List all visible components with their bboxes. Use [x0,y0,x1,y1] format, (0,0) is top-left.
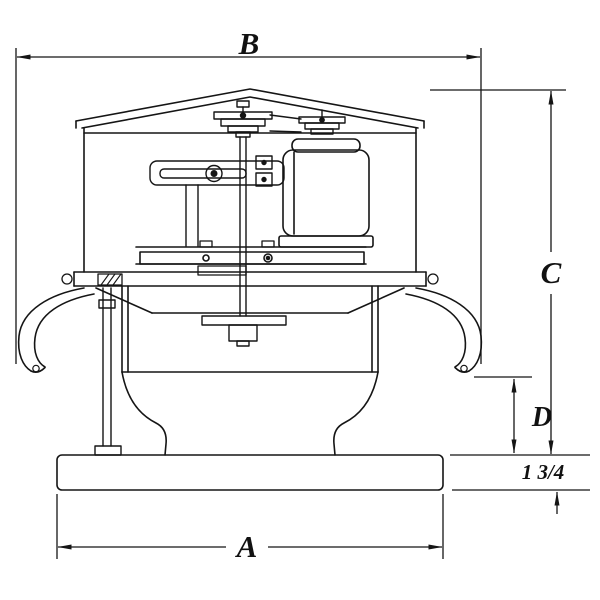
dimension-base-width-a [56,494,444,559]
mounting-flange [61,271,439,287]
dimension-overall-height-c [430,89,566,455]
dimension-hood-height-d [474,376,532,454]
label-base-thickness: 1 3/4 [522,460,565,484]
inlet-duct [95,285,405,373]
fan-deck [135,240,367,276]
roof-cap [75,88,425,129]
label-base-width-a: A [235,529,258,564]
label-hood-height-d: D [531,402,552,433]
label-overall-height-c: C [541,255,562,290]
shaft-hub [201,315,287,347]
dimension-labels: B C D 1 3/4 A [235,26,565,564]
label-overall-width-b: B [238,26,260,61]
dimension-lines [15,48,590,559]
dimension-base-thickness [450,454,590,514]
lower-bowl [121,371,379,456]
motor-mount-bracket [149,155,285,247]
base-plate [56,454,444,491]
dimension-overall-width-b [15,48,482,364]
